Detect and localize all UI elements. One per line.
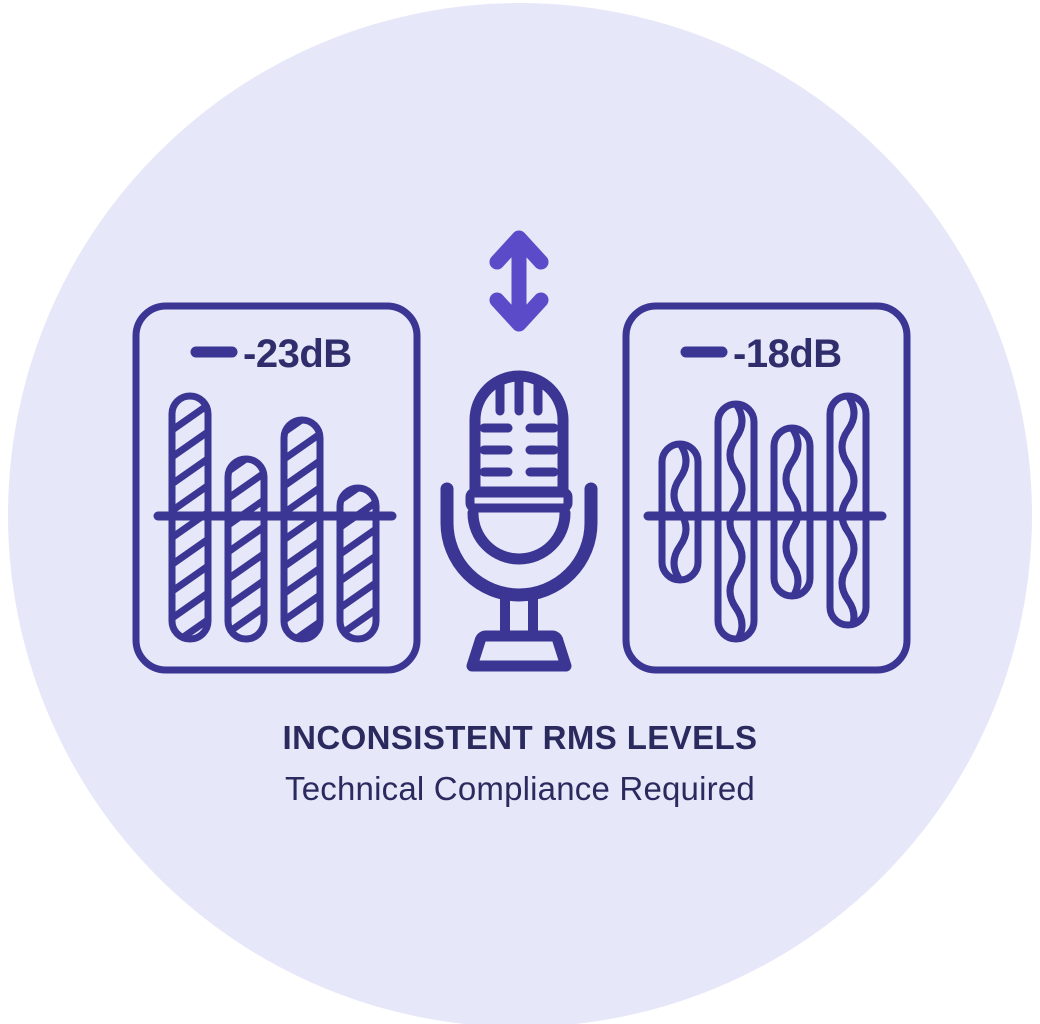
db-label-left: -23dB [243,332,352,376]
page-subtitle: Technical Compliance Required [285,770,755,807]
microphone-icon [440,370,598,672]
bar-right-4 [826,392,870,629]
page-title: INCONSISTENT RMS LEVELS [282,719,758,756]
bar-right-2 [714,400,758,643]
bar-left-4 [336,484,380,643]
panel-left-frame [132,302,421,674]
bar-group-left [168,392,380,643]
bar-right-3 [770,424,814,600]
bar-left-2 [224,455,268,643]
bar-left-3 [280,416,324,643]
bar-right-1 [658,440,702,584]
bar-group-right [658,392,870,643]
panel-right [622,302,911,674]
double-arrow-vertical-icon [489,230,549,332]
panel-right-frame [622,302,911,674]
db-label-right: -18dB [733,332,842,376]
bar-left-1 [168,392,212,643]
panel-left [132,302,421,674]
